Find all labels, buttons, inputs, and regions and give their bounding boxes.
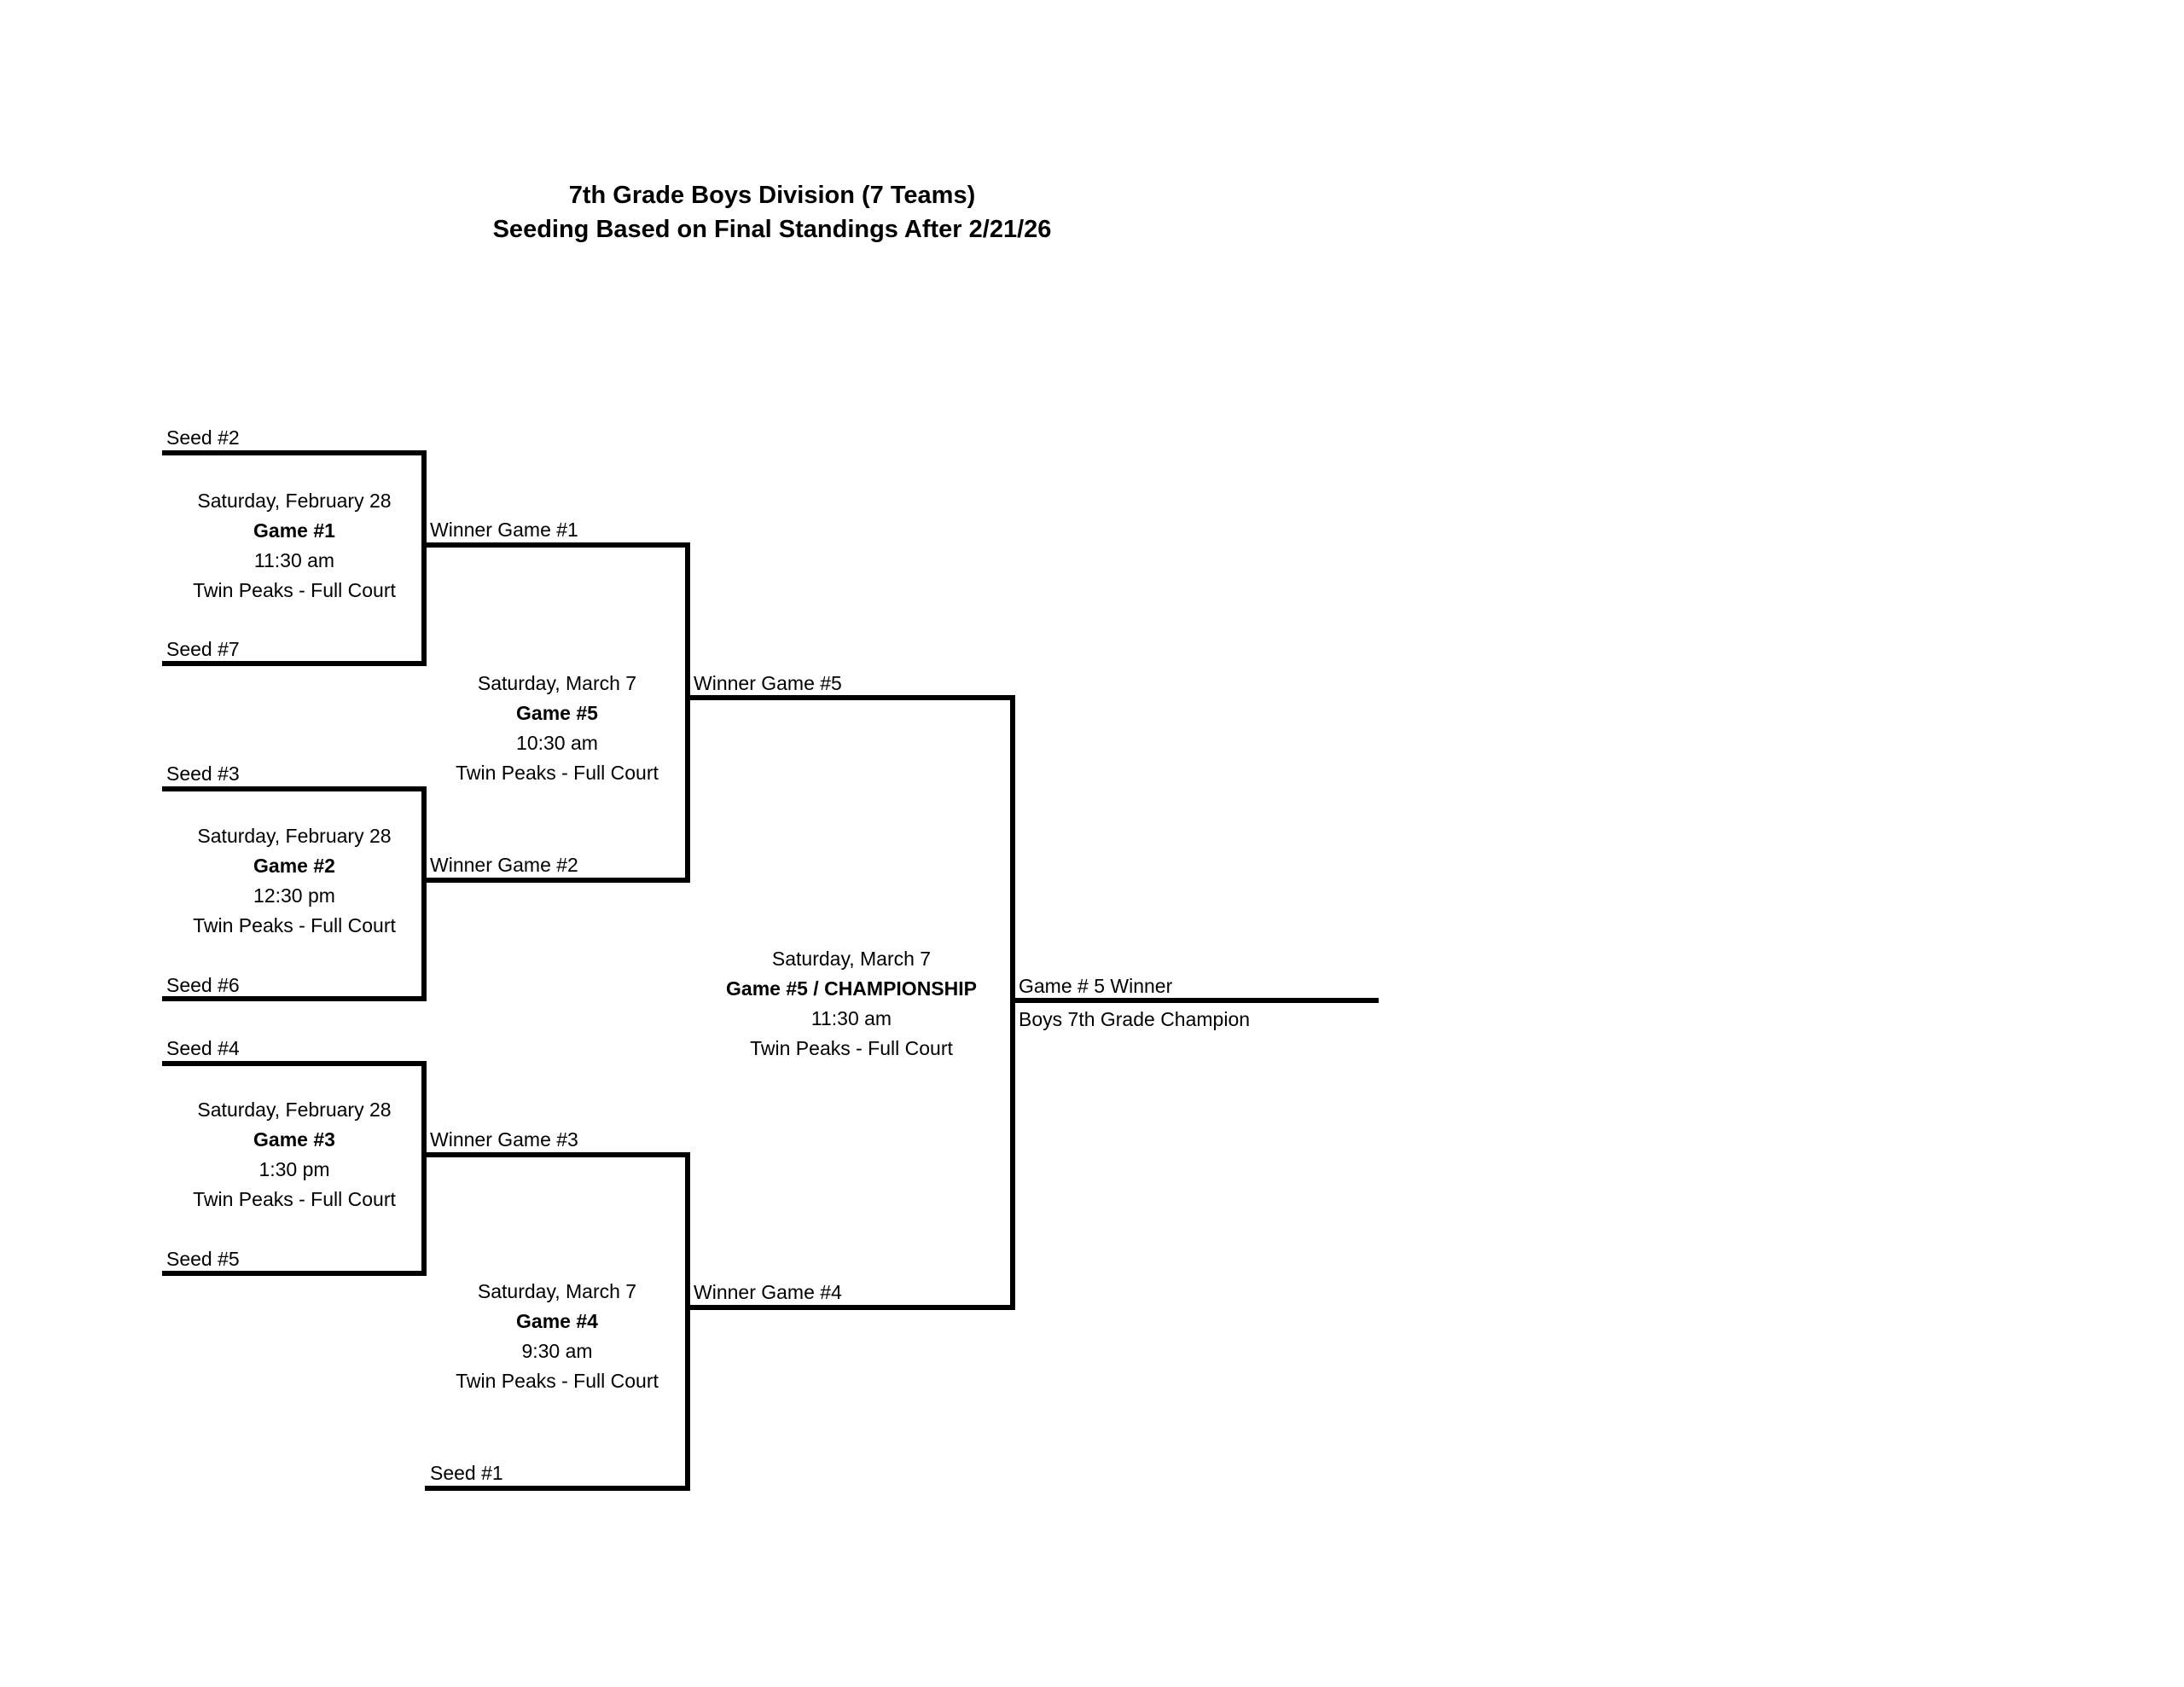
game-3-date: Saturday, February 28 [197, 1099, 392, 1121]
game-2-location: Twin Peaks - Full Court [193, 914, 396, 936]
seed-7-label: Seed #7 [166, 638, 240, 660]
game-1-info: Saturday, February 28 Game #1 11:30 am T… [154, 486, 435, 606]
game-3-info: Saturday, February 28 Game #3 1:30 pm Tw… [154, 1095, 435, 1215]
bracket-game4 [421, 1152, 690, 1491]
seed-4-label: Seed #4 [166, 1037, 240, 1059]
page-subtitle: Seeding Based on Final Standings After 2… [492, 216, 1052, 243]
game-5-date: Saturday, March 7 [477, 672, 637, 694]
page-title: 7th Grade Boys Division (7 Teams) [568, 182, 976, 209]
game-1-time: 11:30 am [253, 549, 335, 571]
championship-name: Game #5 / CHAMPIONSHIP [726, 977, 977, 1000]
bracket-game2 [162, 786, 427, 1001]
game-4-name: Game #4 [516, 1310, 598, 1332]
seed-5-label: Seed #5 [166, 1248, 240, 1270]
game-5-winner-label: Game # 5 Winner [1019, 975, 1173, 997]
game-2-name: Game #2 [253, 855, 335, 877]
game-5-info: Saturday, March 7 Game #5 10:30 am Twin … [416, 669, 698, 788]
game-4-date: Saturday, March 7 [477, 1280, 637, 1302]
game-1-date: Saturday, February 28 [197, 490, 392, 512]
game-2-date: Saturday, February 28 [197, 825, 392, 847]
winner-game-2-label: Winner Game #2 [430, 854, 578, 876]
game-5-name: Game #5 [516, 702, 598, 724]
winner-game-5-label: Winner Game #5 [694, 672, 842, 694]
seed-6-label: Seed #6 [166, 974, 240, 996]
championship-time: 11:30 am [810, 1007, 892, 1029]
game-3-location: Twin Peaks - Full Court [193, 1188, 396, 1210]
bracket-game1 [162, 450, 427, 666]
game-3-name: Game #3 [253, 1128, 335, 1151]
game-5-time: 10:30 am [516, 732, 598, 754]
winner-game-1-label: Winner Game #1 [430, 519, 578, 541]
champion-label: Boys 7th Grade Champion [1019, 1008, 1251, 1030]
game-2-info: Saturday, February 28 Game #2 12:30 pm T… [154, 821, 435, 941]
game-4-location: Twin Peaks - Full Court [456, 1370, 659, 1392]
winner-game-4-label: Winner Game #4 [694, 1281, 842, 1303]
championship-date: Saturday, March 7 [771, 948, 932, 970]
game-2-time: 12:30 pm [253, 884, 335, 907]
game-3-time: 1:30 pm [258, 1158, 330, 1180]
game-5-location: Twin Peaks - Full Court [456, 762, 659, 784]
game-1-name: Game #1 [253, 519, 335, 542]
seed-2-label: Seed #2 [166, 426, 240, 449]
championship-info: Saturday, March 7 Game #5 / CHAMPIONSHIP… [672, 944, 1031, 1064]
seed-3-label: Seed #3 [166, 762, 240, 785]
championship-location: Twin Peaks - Full Court [750, 1037, 953, 1059]
seed-1-label: Seed #1 [430, 1462, 503, 1484]
game-4-info: Saturday, March 7 Game #4 9:30 am Twin P… [416, 1277, 698, 1396]
game-4-time: 9:30 am [521, 1340, 593, 1362]
bracket-game3 [162, 1061, 427, 1276]
winner-game-3-label: Winner Game #3 [430, 1128, 578, 1151]
game-1-location: Twin Peaks - Full Court [193, 579, 396, 601]
bracket-game5 [421, 542, 690, 883]
